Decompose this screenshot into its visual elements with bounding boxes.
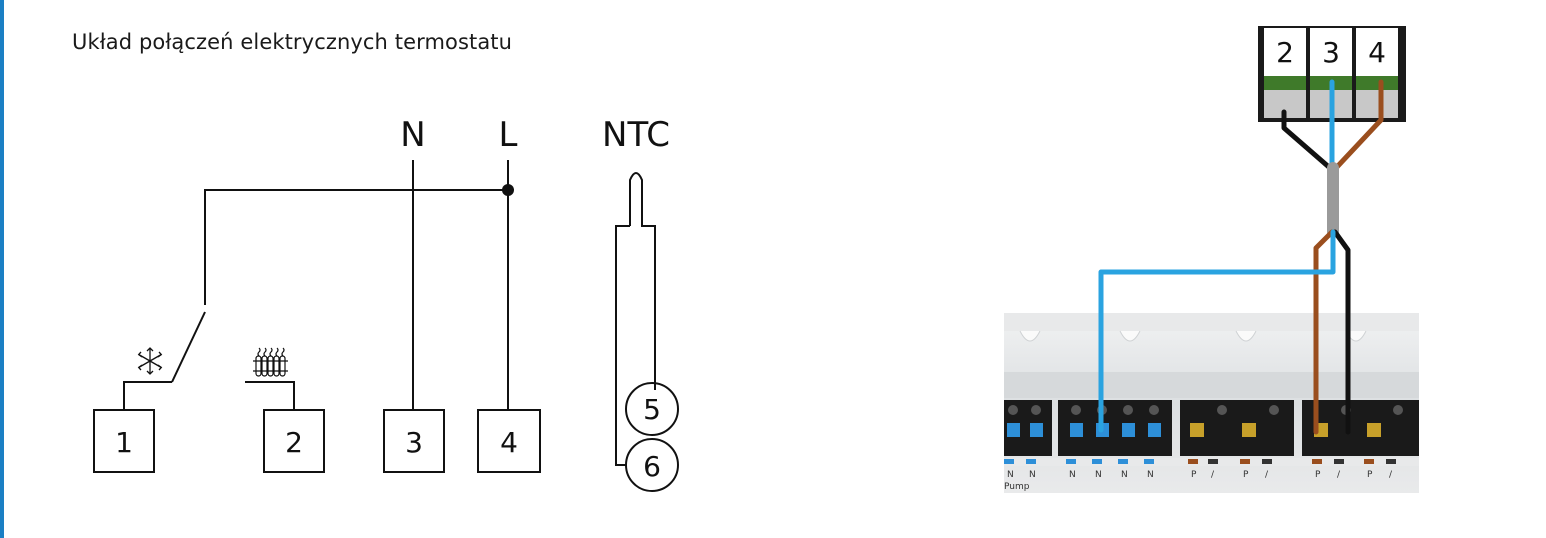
- strip-label: P: [1191, 470, 1197, 480]
- strip-indicators: [1004, 459, 1396, 464]
- strip-label: P: [1367, 470, 1373, 480]
- strip-label: /: [1265, 470, 1269, 480]
- strip-label: N: [1007, 470, 1014, 480]
- terminal-box-4: [477, 409, 541, 473]
- strip-label: /: [1337, 470, 1341, 480]
- connector-terminal-2: 2: [1276, 36, 1294, 69]
- wire-black-down: [1332, 229, 1351, 435]
- strip-label: P: [1243, 470, 1249, 480]
- label-n: N: [400, 115, 425, 155]
- wire-blue-down: [1098, 229, 1336, 433]
- live-bus-line: [204, 189, 508, 305]
- ntc-terminal-label-6: 6: [643, 450, 661, 483]
- strip-label: N: [1095, 470, 1102, 480]
- label-l: L: [499, 115, 518, 155]
- ntc-terminal-circle-5: [625, 382, 679, 436]
- thermostat-schematic: N L NTC 1 2 3 4 5 6: [93, 115, 679, 492]
- ntc-probe-body: [615, 225, 630, 466]
- strip-label: /: [1389, 470, 1393, 480]
- strip-label: N: [1121, 470, 1128, 480]
- strip-label: /: [1211, 470, 1215, 480]
- wire-brown-down: [1313, 229, 1335, 435]
- strip-label: N: [1147, 470, 1154, 480]
- connector-terminal-4: 4: [1368, 36, 1386, 69]
- strip-label: N: [1069, 470, 1076, 480]
- terminal-box-1: [93, 409, 155, 473]
- junction-dot: [502, 184, 514, 196]
- left-accent-bar: [0, 0, 4, 538]
- ntc-terminal-label-5: 5: [643, 393, 661, 426]
- snowflake-icon: [137, 347, 163, 375]
- strip-caption: Pump: [1004, 482, 1030, 492]
- ntc-terminal-circle-6: [625, 438, 679, 492]
- terminal-label-1: 1: [115, 426, 133, 459]
- terminal-label-3: 3: [405, 426, 423, 459]
- strip-label: P: [1315, 470, 1321, 480]
- terminal-label-4: 4: [500, 426, 518, 459]
- wire-black-top: [1281, 109, 1333, 171]
- switch-arm: [171, 311, 206, 383]
- label-ntc: NTC: [602, 115, 670, 155]
- radiator-icon: [253, 347, 288, 377]
- ntc-probe-outline: [629, 172, 656, 390]
- connector-terminal-3: 3: [1322, 36, 1340, 69]
- strip-label: N: [1029, 470, 1036, 480]
- wire-brown-top: [1333, 79, 1384, 171]
- page-title: Układ połączeń elektrycznych termostatu: [72, 30, 513, 54]
- terminal-box-3: [383, 409, 445, 473]
- terminal-label-2: 2: [285, 426, 303, 459]
- terminal-box-2: [263, 409, 325, 473]
- terminal-1-lead: [123, 381, 172, 410]
- terminal-2-lead: [245, 381, 295, 410]
